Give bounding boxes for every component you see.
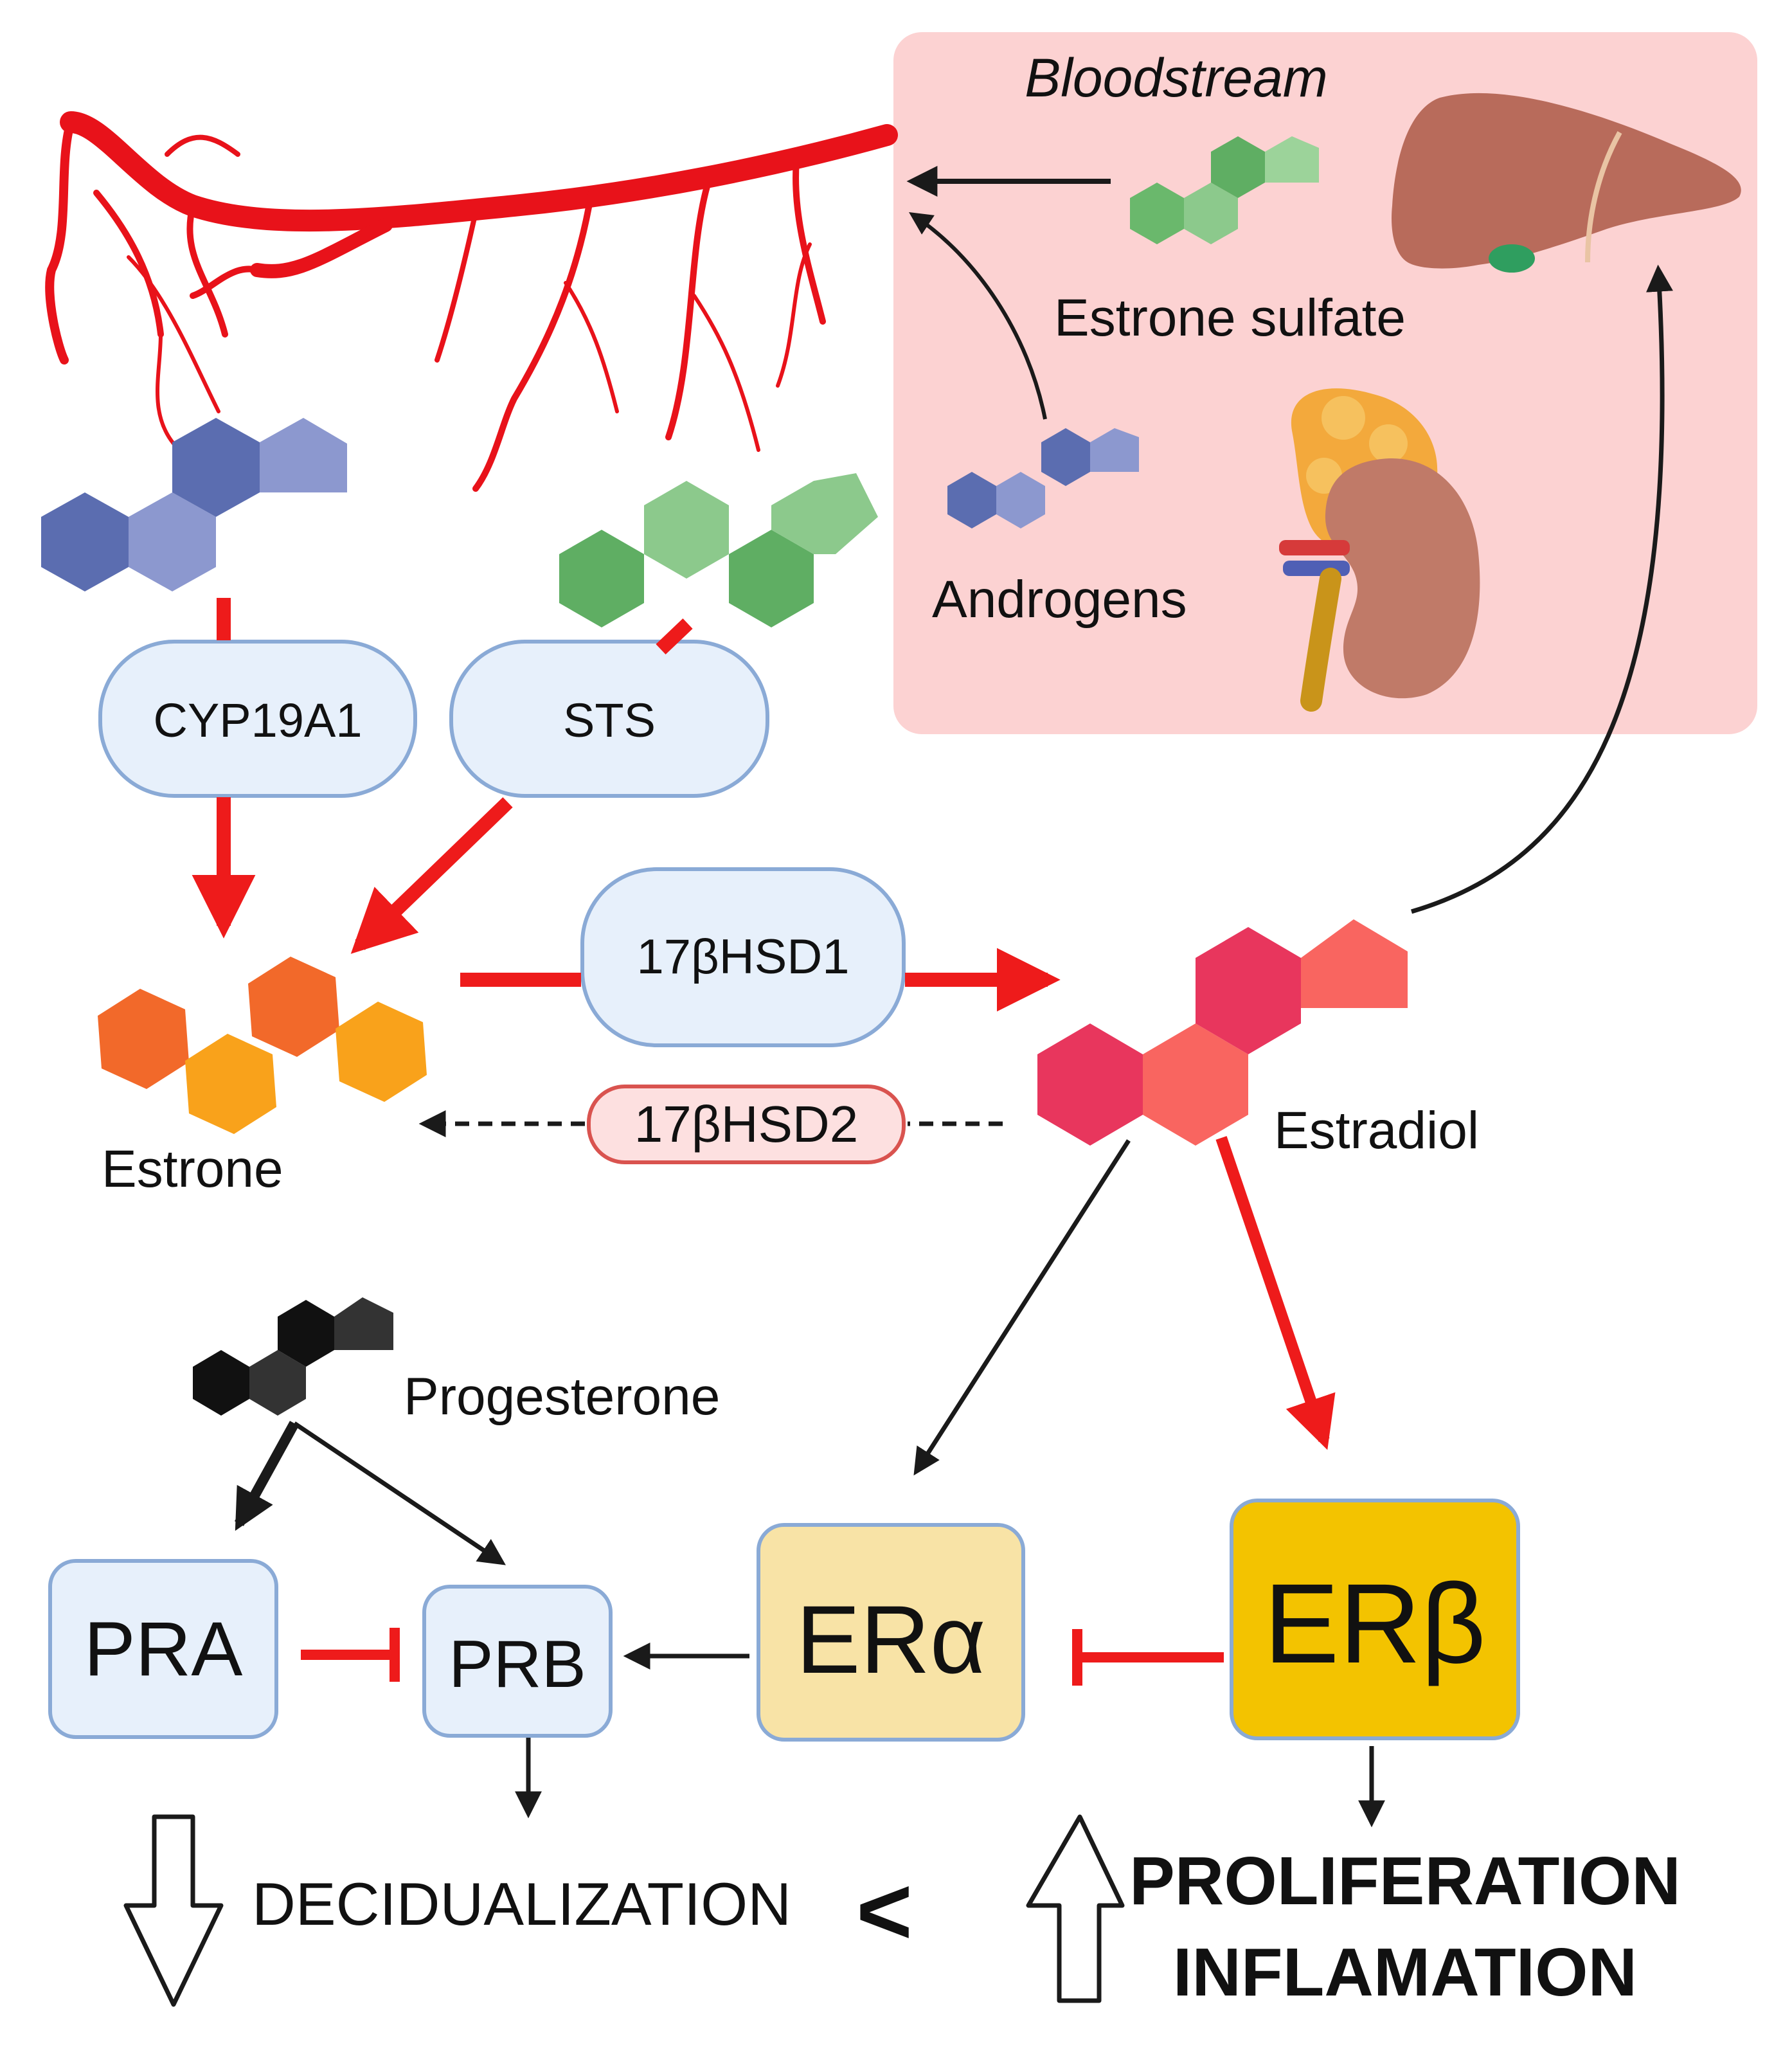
cyp19a1-label: CYP19A1 [154, 694, 363, 747]
comparison-symbol: < [856, 1857, 913, 1965]
estradiol-to-era-arrow [913, 1139, 1131, 1476]
kidney-adrenal-icon [1279, 388, 1480, 712]
inflammation-label: INFLAMATION [1173, 1934, 1637, 2010]
hsd1-label: 17βHSD1 [637, 930, 850, 984]
erb-box: ERβ [1230, 1499, 1520, 1740]
pra-label: PRA [84, 1606, 243, 1692]
black-arrows [234, 166, 1673, 1828]
estrone-sulfate-molecule-icon [1130, 136, 1319, 244]
prb-label: PRB [449, 1627, 586, 1702]
decrease-arrow-icon [123, 1814, 224, 2007]
estradiol-to-liver-arrow [1411, 264, 1673, 914]
androgens-to-bloodstream-arrow [908, 212, 1047, 420]
sts-label: STS [563, 694, 656, 747]
progesterone-label: Progesterone [404, 1367, 720, 1426]
sts-box: STS [449, 640, 769, 798]
sts-to-estrone-arrow [350, 797, 513, 954]
progesterone-to-prb-arrow [293, 1421, 506, 1565]
cyp19a1-box: CYP19A1 [98, 640, 417, 798]
progesterone-molecule-icon [193, 1297, 393, 1416]
androgens-small-molecule-icon [947, 428, 1139, 528]
pra-box: PRA [48, 1559, 278, 1739]
erb-label: ERβ [1264, 1561, 1486, 1687]
estradiol-molecule-icon [1037, 919, 1408, 1146]
prb-box: PRB [422, 1585, 613, 1738]
red-pathway-arrows [192, 598, 1336, 1450]
estradiol-to-erb-arrow [1215, 1136, 1336, 1450]
bloodstream-panel: Bloodstream Estrone sulfate Androgens [893, 32, 1757, 734]
blood-vessel-icon [45, 111, 898, 492]
liver-icon [1392, 93, 1741, 273]
hsd2-label: 17βHSD2 [634, 1095, 858, 1153]
estrone-molecule-icon [98, 957, 427, 1134]
androgens-label: Androgens [932, 570, 1187, 629]
decidualization-label: DECIDUALIZATION [252, 1870, 791, 1938]
androgen-molecule-icon [41, 418, 347, 591]
estrone-label: Estrone [102, 1140, 283, 1198]
era-label: ERα [796, 1585, 985, 1693]
inhibition-bars [301, 1628, 1224, 1686]
proliferation-label: PROLIFERATION [1129, 1843, 1681, 1919]
progesterone-to-pra-arrow [234, 1421, 300, 1531]
hsd2-box: 17βHSD2 [587, 1085, 906, 1164]
estradiol-label: Estradiol [1274, 1101, 1479, 1160]
increase-arrow-icon [1026, 1814, 1125, 2003]
bloodstream-title: Bloodstream [1025, 48, 1328, 108]
estrone-sulfate-large-molecule-icon [559, 473, 878, 627]
era-box: ERα [757, 1523, 1025, 1742]
sulfate-to-sts-arrow [656, 618, 693, 654]
estrone-sulfate-label: Estrone sulfate [1054, 289, 1406, 347]
hsd1-box: 17βHSD1 [580, 867, 906, 1047]
